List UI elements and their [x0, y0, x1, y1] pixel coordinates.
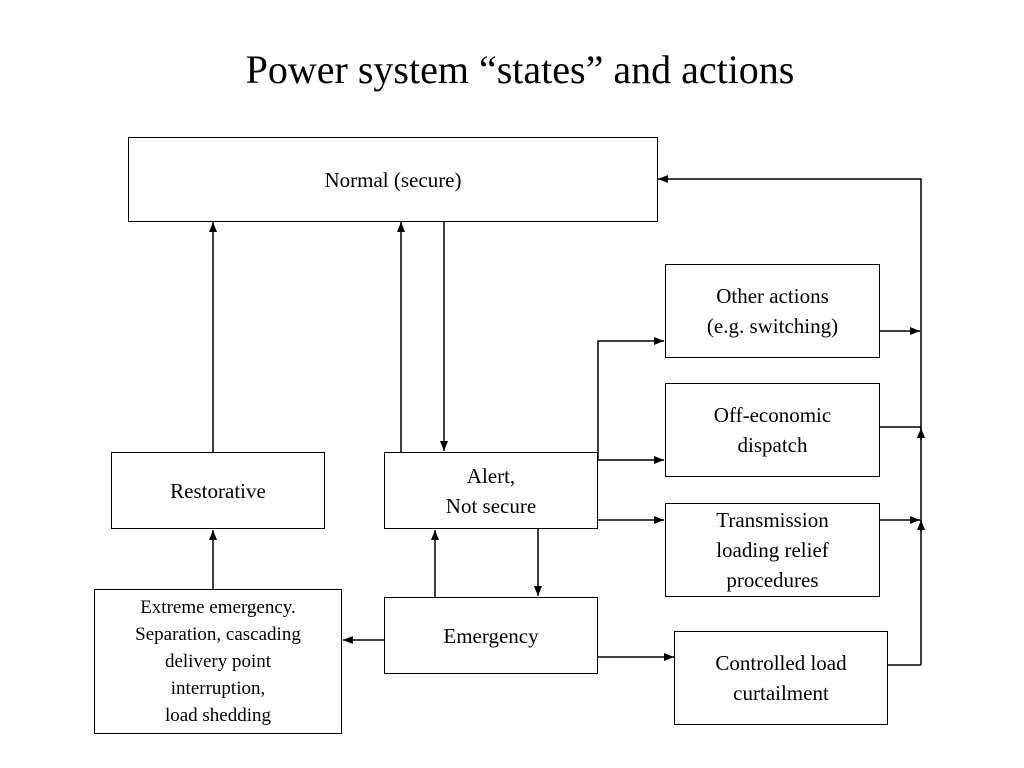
state-normal-label: Normal (secure) [324, 167, 462, 192]
action-other-label: Other actions (e.g. switching) [706, 284, 839, 338]
action-other: Other actions (e.g. switching) [665, 264, 880, 358]
action-transmission-label: Transmission loading relief procedures [716, 508, 829, 592]
state-emergency: Emergency [384, 597, 598, 674]
state-extreme-emergency-label: Extreme emergency. Separation, cascading… [135, 597, 301, 726]
action-controlled-load: Controlled load curtailment [674, 631, 888, 725]
state-extreme-emergency: Extreme emergency. Separation, cascading… [94, 589, 342, 734]
arrow-return-to-normal [658, 175, 922, 665]
state-alert: Alert, Not secure [384, 452, 598, 529]
action-transmission: Transmission loading relief procedures [665, 503, 880, 597]
state-normal: Normal (secure) [128, 137, 658, 222]
action-controlled-load-label: Controlled load curtailment [715, 651, 847, 705]
state-restorative-label: Restorative [170, 478, 266, 503]
arrow-off-economic-to-bus [880, 426, 922, 428]
action-off-economic-label: Off-economic dispatch [713, 403, 832, 457]
action-off-economic: Off-economic dispatch [665, 383, 880, 477]
page-title: Power system “states” and actions [245, 47, 795, 92]
arrow-alert-to-other-actions [597, 337, 664, 460]
state-restorative: Restorative [111, 452, 325, 529]
state-alert-label: Alert, Not secure [445, 463, 537, 518]
state-emergency-label: Emergency [443, 623, 539, 648]
